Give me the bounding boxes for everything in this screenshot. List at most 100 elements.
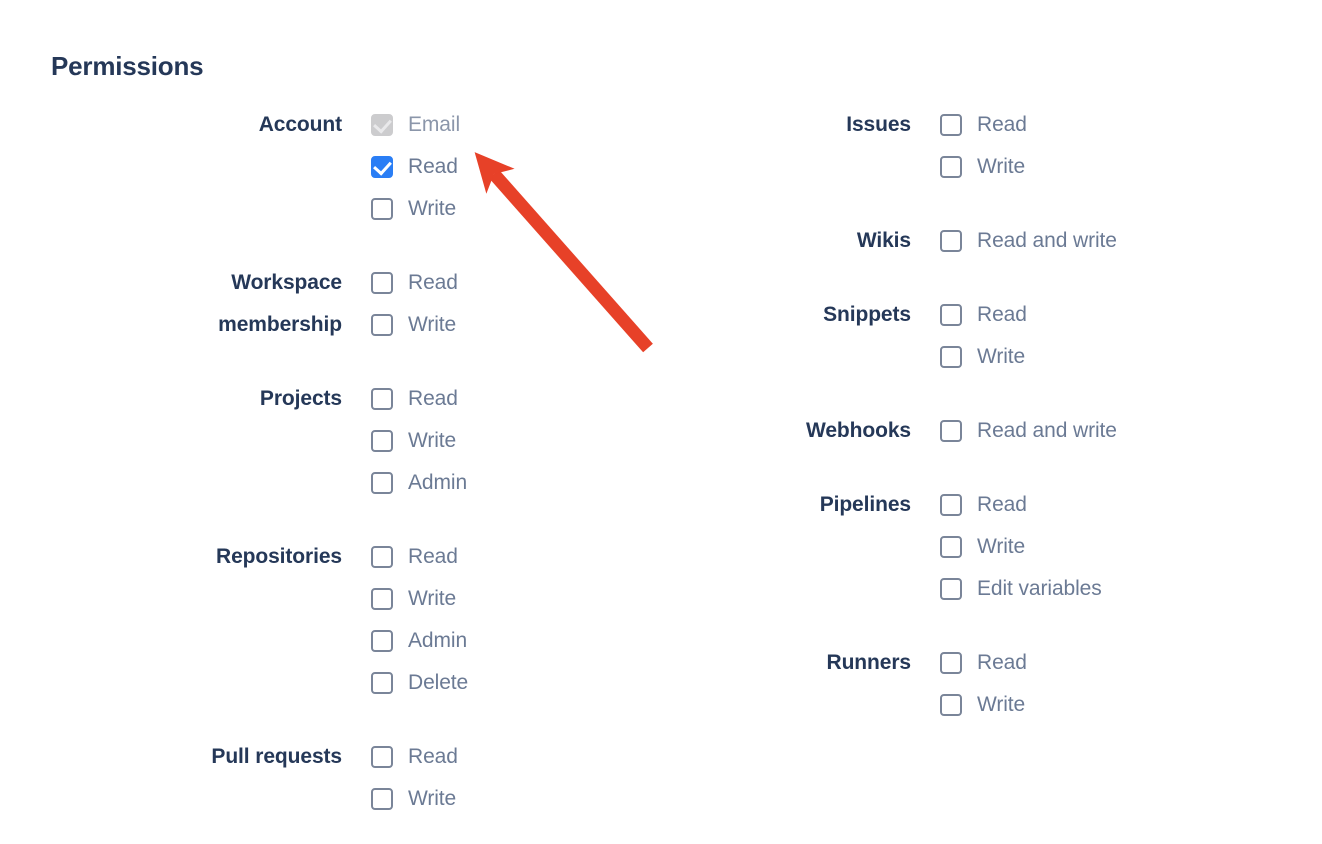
- permission-row: Read: [371, 262, 700, 304]
- permission-option-label[interactable]: Read: [408, 745, 458, 768]
- permission-row: Write: [940, 336, 1260, 378]
- permission-row: Write: [371, 778, 700, 820]
- checkbox-read[interactable]: [371, 156, 393, 178]
- permission-group-label: Pipelines: [819, 493, 911, 516]
- checkbox-write[interactable]: [940, 536, 962, 558]
- permission-row: Edit variables: [940, 568, 1260, 610]
- permission-group: Wikis Read and write: [560, 220, 1260, 262]
- permission-row: Read: [371, 536, 700, 578]
- checkbox-write[interactable]: [940, 694, 962, 716]
- permission-option-label[interactable]: Write: [977, 535, 1026, 558]
- permission-group-label: Wikis: [856, 229, 911, 252]
- permission-option-label[interactable]: Write: [977, 345, 1026, 368]
- checkbox-write[interactable]: [940, 346, 962, 368]
- checkbox-read[interactable]: [371, 546, 393, 568]
- permission-option-label[interactable]: Write: [408, 787, 457, 810]
- permission-group-label: Snippets: [823, 303, 911, 326]
- permission-option-label[interactable]: Read and write: [977, 419, 1117, 442]
- permission-option-label[interactable]: Write: [977, 693, 1026, 716]
- checkbox-admin[interactable]: [371, 472, 393, 494]
- permission-option-list: Read and write: [911, 410, 1260, 452]
- permission-option-label[interactable]: Admin: [408, 471, 468, 494]
- permission-row: Read: [940, 294, 1260, 336]
- checkbox-admin[interactable]: [371, 630, 393, 652]
- permission-row: Write: [940, 684, 1260, 726]
- permission-row: Write: [940, 146, 1260, 188]
- permission-option-label[interactable]: Read: [408, 155, 458, 178]
- checkbox-read-and-write[interactable]: [940, 420, 962, 442]
- checkbox-read-and-write[interactable]: [940, 230, 962, 252]
- permission-option-label[interactable]: Read: [977, 303, 1027, 326]
- permission-row: Read: [940, 642, 1260, 684]
- permission-row: Read: [371, 378, 700, 420]
- checkbox-write[interactable]: [371, 198, 393, 220]
- permission-row: Admin: [371, 462, 700, 504]
- checkbox-write[interactable]: [371, 314, 393, 336]
- permission-row: Read: [940, 104, 1260, 146]
- permission-group-label: Pull requests: [211, 745, 342, 768]
- permission-option-label[interactable]: Write: [408, 587, 457, 610]
- permission-row: Write: [371, 578, 700, 620]
- permission-option-label[interactable]: Write: [408, 197, 457, 220]
- permission-group-label: Projects: [259, 387, 342, 410]
- permission-row: Read and write: [940, 220, 1260, 262]
- permission-option-list: Read and write: [911, 220, 1260, 262]
- checkbox-read[interactable]: [940, 114, 962, 136]
- permission-row: Write: [371, 420, 700, 462]
- permission-option-label[interactable]: Edit variables: [977, 577, 1102, 600]
- permission-option-label[interactable]: Read and write: [977, 229, 1117, 252]
- permission-option-label[interactable]: Write: [408, 313, 457, 336]
- checkmark-icon: [373, 114, 392, 134]
- permission-group-label: Issues: [846, 113, 911, 136]
- permission-option-label[interactable]: Read: [977, 493, 1027, 516]
- checkbox-read[interactable]: [940, 652, 962, 674]
- permission-option-label[interactable]: Write: [977, 155, 1026, 178]
- permission-option-label: Email: [408, 113, 461, 136]
- permission-option-label[interactable]: Read: [408, 271, 458, 294]
- checkbox-email: [371, 114, 393, 136]
- page-title: Permissions: [51, 51, 204, 81]
- permission-row: Read and write: [940, 410, 1260, 452]
- permission-row: Write: [371, 304, 700, 346]
- permission-row: Read: [371, 736, 700, 778]
- permission-row: Read: [371, 146, 700, 188]
- checkbox-edit-variables[interactable]: [940, 578, 962, 600]
- checkbox-write[interactable]: [940, 156, 962, 178]
- permission-row: Delete: [371, 662, 700, 704]
- permission-group-label: Account: [258, 113, 342, 136]
- permission-option-label[interactable]: Read: [408, 545, 458, 568]
- permission-option-label[interactable]: Read: [977, 113, 1027, 136]
- checkbox-write[interactable]: [371, 430, 393, 452]
- checkbox-read[interactable]: [371, 272, 393, 294]
- permission-option-label[interactable]: Read: [408, 387, 458, 410]
- permission-option-label[interactable]: Write: [408, 429, 457, 452]
- checkbox-read[interactable]: [371, 388, 393, 410]
- checkbox-read[interactable]: [940, 304, 962, 326]
- permission-option-label[interactable]: Read: [977, 651, 1027, 674]
- checkbox-write[interactable]: [371, 788, 393, 810]
- checkbox-read[interactable]: [940, 494, 962, 516]
- checkbox-delete[interactable]: [371, 672, 393, 694]
- permission-option-label[interactable]: Delete: [408, 671, 469, 694]
- permission-row: Write: [940, 526, 1260, 568]
- checkmark-icon: [373, 156, 392, 176]
- checkbox-write[interactable]: [371, 588, 393, 610]
- permission-option-label[interactable]: Admin: [408, 629, 468, 652]
- checkbox-read[interactable]: [371, 746, 393, 768]
